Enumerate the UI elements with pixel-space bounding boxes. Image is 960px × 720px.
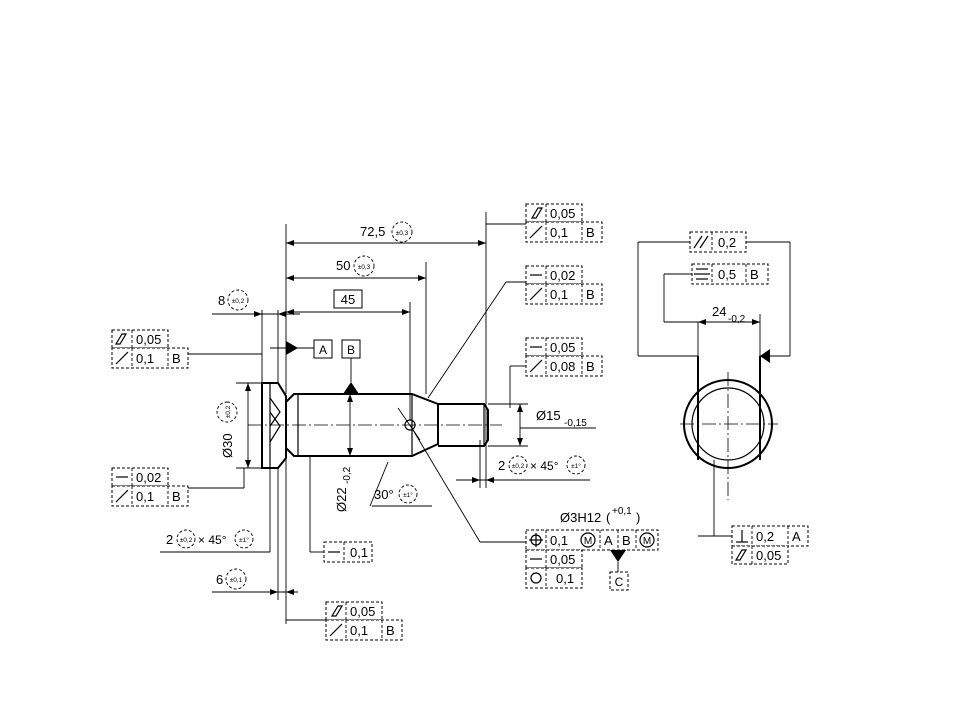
svg-text:0,2: 0,2 — [718, 235, 736, 250]
hole-spec: Ø3H12 — [560, 510, 601, 525]
svg-text:B: B — [586, 287, 595, 302]
fcf-top-right: 0,05 0,1 B — [486, 203, 603, 243]
svg-text:B: B — [586, 225, 595, 240]
fcf-bottom: 0,05 0,1 B — [286, 601, 403, 641]
dim-24-tol: -0,2 — [728, 314, 746, 325]
svg-text:0,1: 0,1 — [350, 623, 368, 638]
svg-text:0,05: 0,05 — [550, 340, 575, 355]
angle-30-tol: ±1° — [403, 491, 413, 499]
dim-8: 8 — [218, 293, 225, 308]
dim-d15: Ø15 — [536, 408, 561, 423]
chamfer-left-tol-b: ±1° — [239, 536, 249, 544]
shaft-part — [248, 382, 502, 469]
hole-tol-paren-open: ( — [606, 510, 611, 525]
chamfer-right-x45: × 45° — [530, 459, 559, 473]
svg-text:0,02: 0,02 — [136, 470, 161, 485]
hole-tol-paren-close: ) — [636, 510, 640, 525]
dim-72-5-tol: ±0,3 — [396, 230, 409, 237]
dim-8-tol: ±0,2 — [232, 298, 245, 305]
svg-text:0,1: 0,1 — [136, 489, 154, 504]
svg-text:0,08: 0,08 — [550, 359, 575, 374]
dim-6-tol: ±0,1 — [230, 577, 243, 584]
fcf-straightness-small: 0,1 — [310, 541, 373, 563]
svg-text:0,1: 0,1 — [556, 571, 574, 586]
svg-text:B: B — [386, 623, 395, 638]
datum-b-label: B — [347, 343, 355, 357]
dim-d15-tol: -0,15 — [564, 418, 587, 429]
dim-45-basic: 45 — [341, 292, 355, 307]
svg-text:0,1: 0,1 — [550, 225, 568, 240]
fcf-left-top: 0,05 0,1 B — [111, 329, 262, 369]
hole-tol: +0,1 — [612, 506, 632, 517]
svg-text:M: M — [584, 536, 592, 547]
svg-text:B: B — [172, 489, 181, 504]
svg-text:0,05: 0,05 — [756, 548, 781, 563]
chamfer-right-2: 2 — [498, 458, 505, 473]
end-view: 24 -0,2 0,2 0,5 B 0,2 A — [637, 231, 809, 565]
chamfer-left-x45: × 45° — [198, 533, 227, 547]
fcf-position: 0,1 M A B M 0,05 0,1 C — [525, 529, 659, 591]
datum-a-label: A — [319, 343, 327, 357]
svg-text:0,1: 0,1 — [550, 533, 568, 548]
svg-text:0,2: 0,2 — [756, 529, 774, 544]
svg-text:0,1: 0,1 — [350, 545, 368, 560]
svg-text:0,05: 0,05 — [550, 206, 575, 221]
svg-text:0,5: 0,5 — [718, 267, 736, 282]
svg-text:B: B — [172, 351, 181, 366]
svg-text:A: A — [604, 533, 613, 548]
svg-text:B: B — [586, 359, 595, 374]
dim-72-5: 72,5 — [360, 224, 385, 239]
chamfer-left-tol-a: ±0,2 — [180, 537, 193, 544]
svg-text:A: A — [792, 529, 801, 544]
dimension-lines — [160, 212, 596, 624]
svg-text:0,02: 0,02 — [550, 268, 575, 283]
dim-24: 24 — [712, 304, 726, 319]
dim-d22: Ø22 — [334, 487, 349, 512]
svg-text:0,05: 0,05 — [550, 552, 575, 567]
dim-d22-tol: -0,2 — [342, 466, 353, 484]
chamfer-right-tol-b: ±1° — [571, 462, 581, 470]
datum-c-label: C — [615, 575, 624, 589]
svg-text:M: M — [643, 536, 651, 547]
dim-50-tol: ±0,3 — [358, 264, 371, 271]
fcf-right-lower: 0,05 0,08 B — [509, 337, 603, 408]
chamfer-left-2: 2 — [166, 532, 173, 547]
fcf-left-bottom: 0,02 0,1 B — [111, 467, 245, 507]
svg-text:0,1: 0,1 — [136, 351, 154, 366]
angle-30: 30° — [374, 487, 394, 502]
svg-text:0,05: 0,05 — [136, 332, 161, 347]
svg-text:0,1: 0,1 — [550, 287, 568, 302]
dim-6: 6 — [216, 572, 223, 587]
svg-text:B: B — [622, 533, 631, 548]
dimension-texts: 72,5 ±0,3 50 ±0,3 45 8 ±0,2 6 ±0,1 Ø30 ±… — [166, 221, 640, 590]
chamfer-right-tol-a: ±0,2 — [512, 463, 525, 470]
dim-d30: Ø30 — [220, 433, 235, 458]
fcf-mid-right: 0,02 0,1 B — [427, 265, 603, 399]
dim-d30-tol: ±0,2 — [225, 405, 232, 418]
dim-50: 50 — [336, 258, 350, 273]
svg-text:B: B — [750, 267, 759, 282]
datum-symbols: A B — [270, 339, 361, 394]
svg-text:0,05: 0,05 — [350, 604, 375, 619]
